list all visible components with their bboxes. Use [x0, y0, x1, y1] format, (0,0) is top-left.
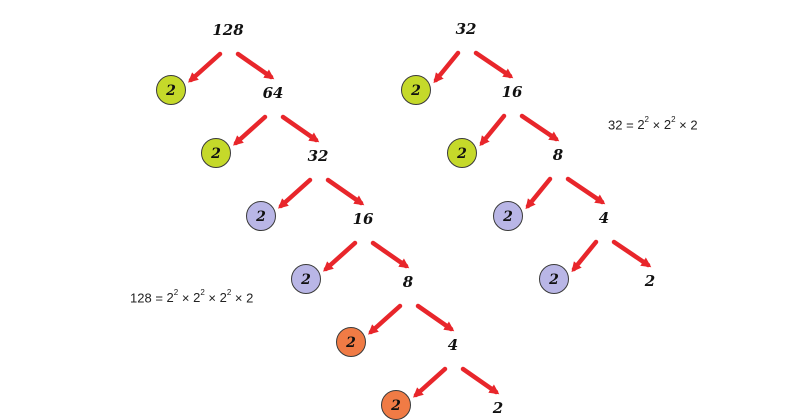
formula-32-tail: 2: [690, 117, 698, 133]
tree-node-4: 4: [448, 336, 458, 354]
formula-128-lhs: 128: [130, 290, 152, 306]
formula-32-lhs: 32: [608, 117, 623, 133]
tree-node-32: 32: [308, 147, 329, 165]
formula-32-equals: =: [626, 117, 634, 133]
formula-32-times: ×: [679, 117, 687, 133]
prime-factor-circle: [539, 264, 569, 294]
arrow-to-factor: [433, 50, 461, 84]
arrow-to-next: [280, 114, 320, 143]
tree-node-8: 8: [403, 273, 414, 291]
prime-factor-circle: [291, 264, 321, 294]
tree-node-2: 2: [492, 399, 503, 417]
arrow-to-factor: [323, 240, 358, 272]
arrow-to-factor: [571, 239, 599, 273]
formula-128-tail: 2: [246, 290, 254, 306]
formula-32-times: ×: [652, 117, 661, 133]
prime-factor-label: 2: [548, 272, 559, 288]
prime-factor-circle: [447, 138, 477, 168]
prime-factor-label: 2: [456, 146, 467, 162]
prime-factor-label: 2: [165, 83, 176, 99]
formula-128-times: ×: [208, 290, 216, 306]
arrow-to-factor: [233, 114, 268, 146]
arrow-to-next: [460, 366, 500, 395]
tree-node-16: 16: [502, 83, 523, 101]
tree-node-2: 2: [644, 272, 655, 290]
arrow-to-next: [370, 240, 410, 269]
arrow-to-next: [473, 50, 514, 79]
arrow-to-next: [611, 239, 652, 268]
formula-128-term-2: 22: [193, 288, 205, 306]
arrow-to-factor: [413, 366, 448, 398]
formula-128-term-1: 22: [166, 288, 179, 306]
arrow-to-next: [235, 51, 275, 80]
arrow-to-next: [565, 176, 606, 205]
prime-factor-circle: [201, 138, 231, 168]
formula-32: 32 = 22 × 22 × 2: [608, 115, 698, 133]
prime-factor-circle: [156, 75, 186, 105]
prime-factor-label: 2: [255, 209, 266, 225]
formula-128-term-3: 22: [219, 288, 232, 306]
prime-factor-circle: [246, 201, 276, 231]
arrow-to-factor: [479, 113, 507, 147]
arrow-to-factor: [188, 51, 223, 83]
prime-factor-circle: [401, 75, 431, 105]
tree-node-4: 4: [599, 209, 609, 227]
prime-factor-label: 2: [210, 146, 221, 162]
prime-factor-circle: [336, 327, 366, 357]
formula-32-term-1: 22: [637, 115, 649, 133]
formula-128-times: ×: [181, 290, 190, 306]
prime-factor-label: 2: [410, 83, 421, 99]
formula-128-equals: =: [155, 290, 163, 306]
arrow-to-next: [519, 113, 560, 142]
prime-factor-circle: [493, 201, 523, 231]
tree-node-128: 128: [212, 21, 244, 39]
tree-node-8: 8: [553, 146, 564, 164]
tree-node-16: 16: [353, 210, 374, 228]
prime-factor-label: 2: [345, 335, 356, 351]
formula-128-times: ×: [234, 290, 243, 306]
arrow-to-factor: [525, 176, 553, 210]
tree-node-32: 32: [456, 20, 477, 38]
arrow-to-factor: [278, 177, 313, 209]
prime-factor-label: 2: [502, 209, 513, 225]
formula-32-term-2: 22: [663, 115, 676, 133]
prime-factor-label: 2: [390, 398, 401, 414]
prime-factor-label: 2: [300, 272, 311, 288]
formula-128: 128 = 22 × 22 × 22 × 2: [130, 288, 254, 306]
tree-node-64: 64: [263, 84, 284, 102]
arrow-to-next: [415, 303, 455, 332]
arrow-to-factor: [368, 303, 403, 335]
arrow-to-next: [325, 177, 365, 206]
